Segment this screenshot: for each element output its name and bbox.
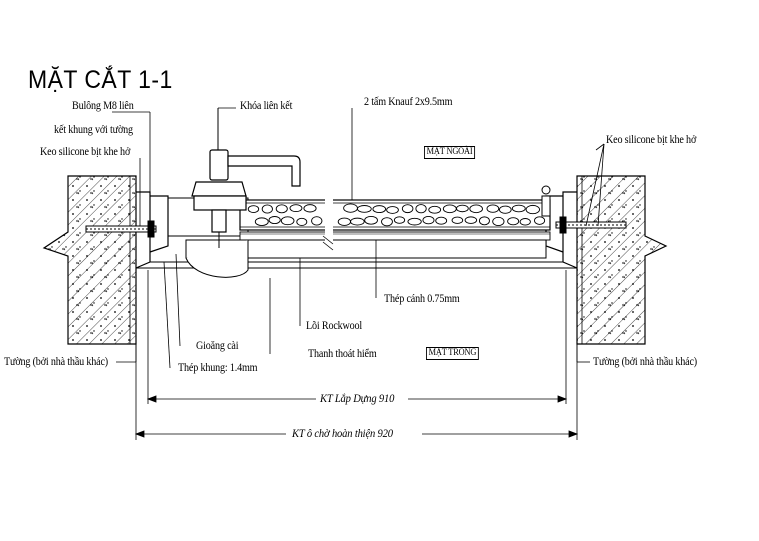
door-leaf [185,196,551,278]
rockwool-pebble [407,217,422,226]
rockwool-pebble [415,204,427,214]
label-silicone-left: Keo silicone bịt khe hở [40,146,131,158]
drawing-title: MẶT CẮT 1-1 [28,66,173,94]
rockwool-pebble [303,204,317,213]
label-tuong-left: Tường (bởi nhà thầu khác) [4,356,108,368]
rockwool-pebble [498,205,512,214]
right-wall [576,175,668,345]
rockwool-pebble [247,205,260,214]
rockwool-pebble [422,215,435,225]
rockwool-pebble [464,216,478,224]
dim-kt-o-cho: KT ô chờ hoàn thiện 920 [292,426,393,440]
rockwool-pebble [372,205,387,214]
label-khoa: Khóa liên kết [240,100,293,112]
rockwool-pebble [350,217,365,226]
rockwool-pebble [289,204,303,213]
rockwool-pebble [254,217,269,227]
label-mat-ngoai: MẶT NGOÀI [424,146,476,159]
rockwool-pebble [486,204,500,213]
rockwool-pebble [507,217,520,226]
rockwool-pebble [401,204,414,214]
rockwool-pebble [469,204,483,214]
label-bulong: Bulông M8 liên [72,100,134,112]
rockwool-pebble [386,206,399,214]
rockwool-pebble [393,216,406,224]
rockwool-pebble [275,204,288,214]
leader-lines [112,107,605,369]
lock-handle [191,108,301,248]
rockwool-pebble [519,218,531,226]
rockwool-pebble [381,217,393,227]
label-thanh-thoat-hiem: Thanh thoát hiểm [308,348,377,360]
label-giong-cai: Gioăng cài [196,340,239,352]
left-wall [42,175,137,345]
dim-kt-lap-dung: KT Lắp Dựng 910 [320,391,395,405]
rockwool-pebble [511,204,526,213]
rockwool-pebble [268,216,281,225]
rockwool-pebble [492,216,505,227]
rockwool-pebble [364,215,378,225]
label-thep-canh: Thép cánh 0.75mm [384,293,460,305]
label-mat-trong: MẶT TRONG [426,347,479,360]
gasket-fitting [541,185,551,217]
dimension-lines [134,270,579,440]
label-silicone-right: Keo silicone bịt khe hở [606,134,697,146]
rockwool-pebble [534,216,546,225]
label-rockwool: Lõi Rockwool [306,320,363,332]
rockwool-pebble [435,216,448,225]
rockwool-pebble [525,204,540,215]
label-knauf: 2 tấm Knauf 2x9.5mm [364,96,453,108]
label-bulong-2: kết khung với tường [54,124,133,136]
rockwool-pebble [311,216,323,226]
rockwool-pebble [478,216,490,226]
rockwool-pebble [280,216,295,226]
rockwool-pebble [451,216,464,224]
rockwool-pebble [456,204,469,213]
label-thep-khung: Thép khung: 1.4mm [178,362,258,374]
rockwool-pebble [357,205,372,213]
rockwool-pebble [296,217,308,226]
label-tuong-right: Tường (bởi nhà thầu khác) [593,356,697,368]
rockwool-pebble [261,204,273,214]
rockwool-core [247,203,546,227]
rockwool-pebble [428,205,442,214]
